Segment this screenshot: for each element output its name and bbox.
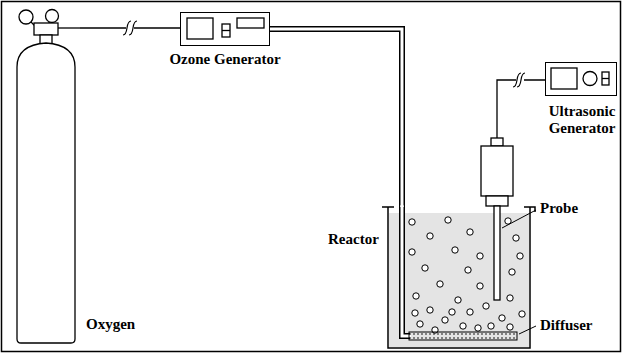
display-panel [551,68,577,89]
bubble [467,229,473,235]
connector [270,29,404,209]
node-label: Ozone Generator [169,51,280,68]
part-label: Probe [540,200,578,217]
wire-line [134,27,180,28]
pressure-gauge [46,10,59,23]
connector [80,21,180,35]
digit-display [222,24,230,37]
bubble [449,309,455,315]
bubble [413,293,419,299]
bubble [445,217,451,223]
pressure-gauge [19,10,33,24]
bubble [452,247,458,253]
transducer-cap [491,138,503,146]
display-panel [187,18,213,39]
bubble [513,235,519,241]
bubble [475,325,481,331]
frame [2,2,621,352]
bubble [460,323,466,329]
display-panel [237,18,264,28]
bubble [483,303,489,309]
node-shape [546,63,616,95]
water [389,213,529,347]
gas-tube-outer [402,207,410,336]
node-label: Oxygen [86,316,135,333]
node-label: Ultrasonic Generator [540,103,624,137]
bubble [499,315,505,321]
ozone-generator: Ozone Generator [180,12,270,46]
tube-outer [270,29,402,207]
bubble [427,233,433,239]
oxygen-cylinder: Oxygen [12,5,80,345]
bubbles [409,217,525,333]
ultrasonic-wire [497,80,545,138]
bubble [409,249,415,255]
transducer-body [481,146,513,196]
digit-segment [222,30,230,31]
reactor-wall [388,207,530,348]
part-label: Diffuser [540,317,593,334]
valve-body [34,23,58,35]
bubble [507,295,513,301]
node-shape [12,5,80,345]
bubble [442,317,448,323]
bubble [507,324,513,330]
node-label: Reactor [328,231,379,248]
node-shape [181,13,269,45]
tube-inner [270,29,402,207]
bubble [488,323,494,329]
diffuser [409,332,517,340]
valve-pipe [58,27,80,28]
reactor: Reactor [388,207,530,348]
bubble [477,283,483,289]
bubble [467,309,473,315]
bubble [437,281,443,287]
bubble [412,310,418,316]
digit-segment [602,78,609,79]
gas-tube-inner [402,206,411,336]
control-knob [583,72,597,86]
cylinder-body [17,43,75,343]
ultrasonic-generator: Ultrasonic Generator [545,62,617,96]
wire-line [80,27,126,28]
bubble [519,311,525,317]
bubble [465,267,471,273]
bubble [455,297,461,303]
bubble [422,265,428,271]
probe-rod [494,206,500,300]
bubble [427,307,433,313]
bubble [517,253,523,259]
bubble [477,253,483,259]
diffuser-leader [519,326,536,334]
transducer-horn [486,196,508,206]
bubble [509,269,515,275]
bubble [417,321,423,327]
probe-leader [502,210,536,228]
wire-break [123,21,137,35]
wire-break [513,73,525,87]
digit-display [602,72,609,85]
bubble [409,219,415,225]
